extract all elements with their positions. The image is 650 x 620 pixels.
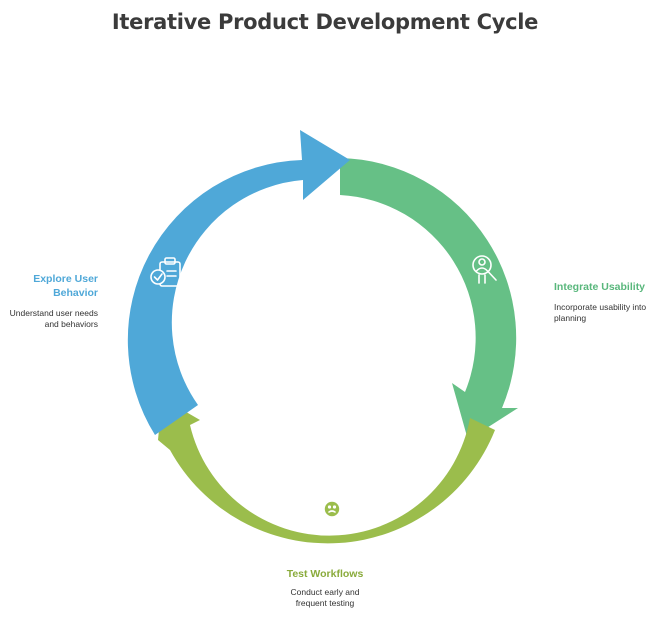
stage-explore: Explore User Behavior Understand user ne… <box>0 272 98 330</box>
stage-explore-heading: Explore User Behavior <box>33 273 98 299</box>
stage-test-description: Conduct early and frequent testing <box>290 587 360 608</box>
test-chart-icon <box>308 487 341 518</box>
stage-explore-description: Understand user needs and behaviors <box>9 308 98 329</box>
user-search-icon <box>472 255 497 284</box>
stage-integrate-description: Incorporate usability into planning <box>554 302 647 323</box>
clipboard-check-icon <box>150 257 181 287</box>
stage-integrate-heading: Integrate Usability <box>554 281 646 293</box>
arrow-segment-integrate <box>340 158 518 440</box>
stage-test-heading: Test Workflows <box>286 568 364 580</box>
stage-test: Test Workflows Conduct early and frequen… <box>250 567 400 609</box>
stage-integrate: Integrate Usability Incorporate usabilit… <box>554 280 650 324</box>
page-title: Iterative Product Development Cycle <box>111 10 539 34</box>
arrow-segment-test <box>158 398 495 544</box>
arrow-segment-explore <box>127 130 350 435</box>
